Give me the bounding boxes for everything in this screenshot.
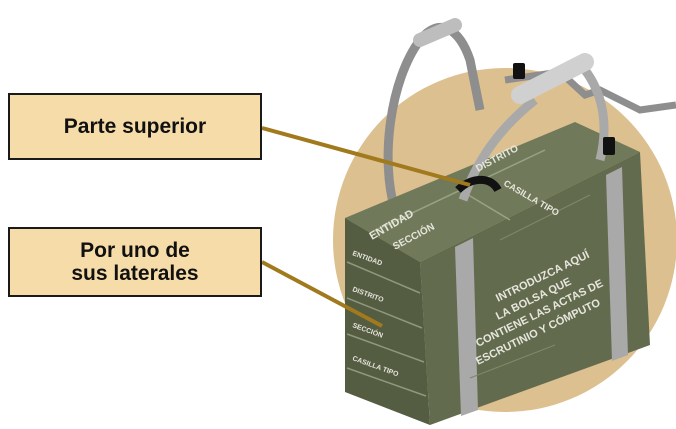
leader-line-side (261, 260, 383, 328)
callout-top-part: Parte superior (8, 93, 262, 160)
box-top-face (345, 122, 640, 262)
side-dividers (346, 261, 427, 397)
front-straps (455, 167, 628, 416)
callout-side-label-line2: sus laterales (71, 262, 199, 285)
callout-side-part: Por uno de sus laterales (8, 227, 262, 297)
strap-handle-back (413, 18, 462, 47)
strap-buckle-right (603, 137, 615, 155)
top-slot (455, 175, 502, 194)
front-crease-2 (499, 194, 591, 241)
handle-grip (511, 53, 594, 104)
strap-buckle-left (513, 63, 525, 79)
callout-top-label: Parte superior (63, 115, 207, 138)
box-front-face (420, 152, 650, 425)
handle-strap-right (581, 67, 609, 162)
front-crease (469, 344, 556, 379)
callout-side-label-line1: Por uno de (80, 239, 190, 262)
leader-line-top (261, 126, 471, 187)
